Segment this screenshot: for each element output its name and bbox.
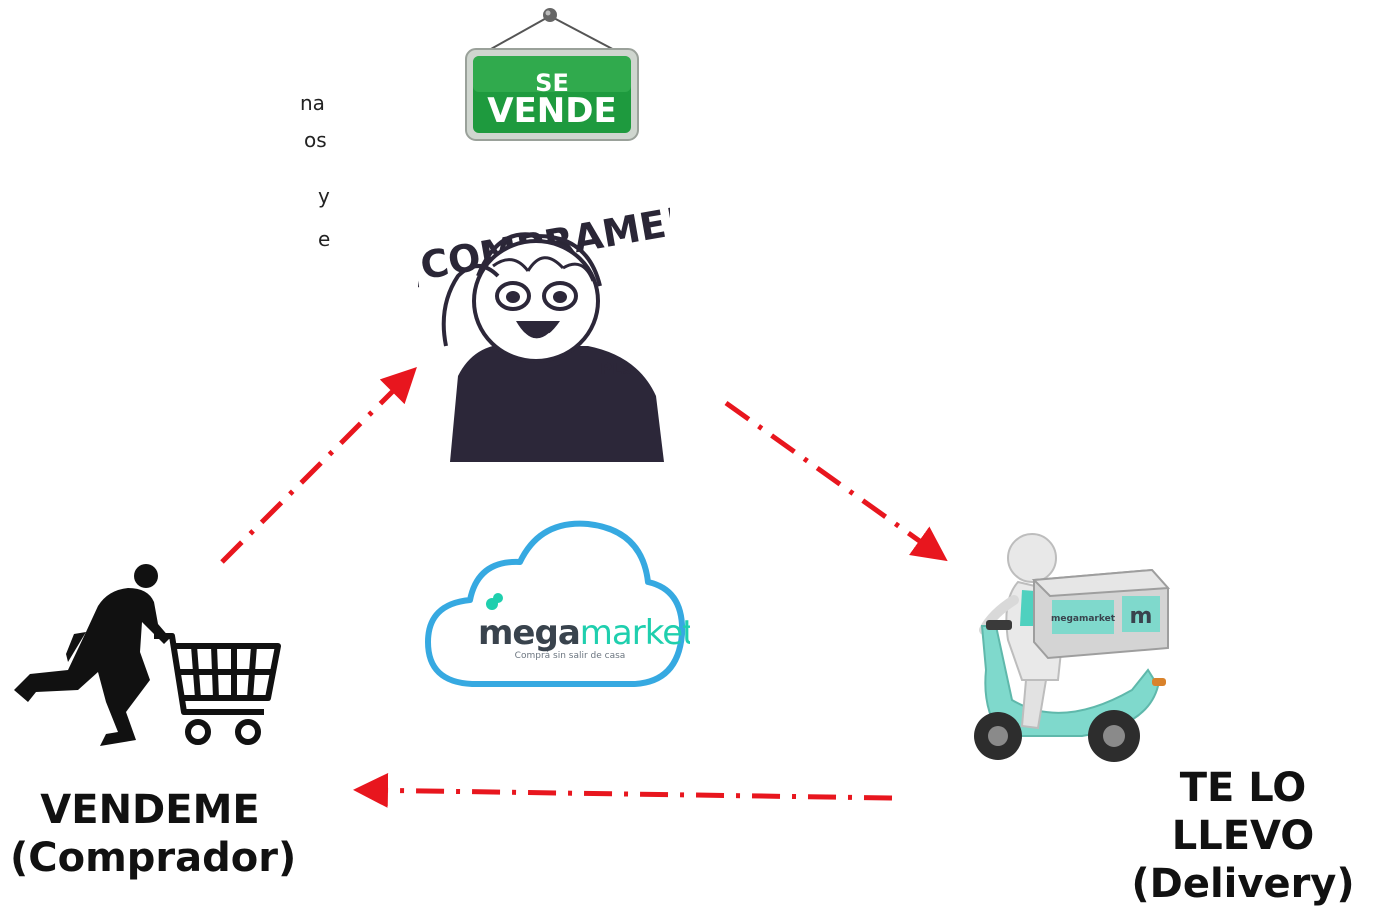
seller-tag: PLs [600,359,631,378]
buyer-cart-silhouette [14,564,281,746]
text-fragment-3: y [318,184,330,208]
delivery-scooter: megamarket m [974,533,1171,762]
svg-text:megamarket: megamarket [478,613,690,653]
text-fragment-4: e [318,227,331,251]
brand-market: market [580,613,690,653]
delivery-label: TE LO LLEVO (Delivery) [1108,764,1378,908]
seller-cartoon: ¡COMPRAME! PLs [418,199,670,462]
delivery-label-line1: TE LO LLEVO [1171,765,1315,859]
text-fragment-2: os [304,128,327,152]
brand-mega: mega [478,613,580,653]
sign-line1: SE [535,69,569,97]
buyer-label-line1: VENDEME [40,787,260,833]
text-fragment-1: na [300,91,325,115]
arrow-delivery-to-buyer [353,772,893,808]
delivery-label-line2: (Delivery) [1131,861,1355,907]
se-vende-sign: SE VENDE [465,8,639,141]
box-mark: m [1130,604,1153,629]
sign-line2: VENDE [487,91,616,131]
buyer-label: VENDEME (Comprador) [10,786,297,882]
arrow-seller-to-delivery [724,400,948,562]
buyer-label-line2: (Comprador) [10,835,297,881]
megamarket-cloud: megamarket Comprá sin salir de casa [425,520,690,687]
box-brand: megamarket [1051,614,1116,624]
arrow-buyer-to-seller [220,367,417,564]
cloud-tagline: Comprá sin salir de casa [515,651,626,661]
